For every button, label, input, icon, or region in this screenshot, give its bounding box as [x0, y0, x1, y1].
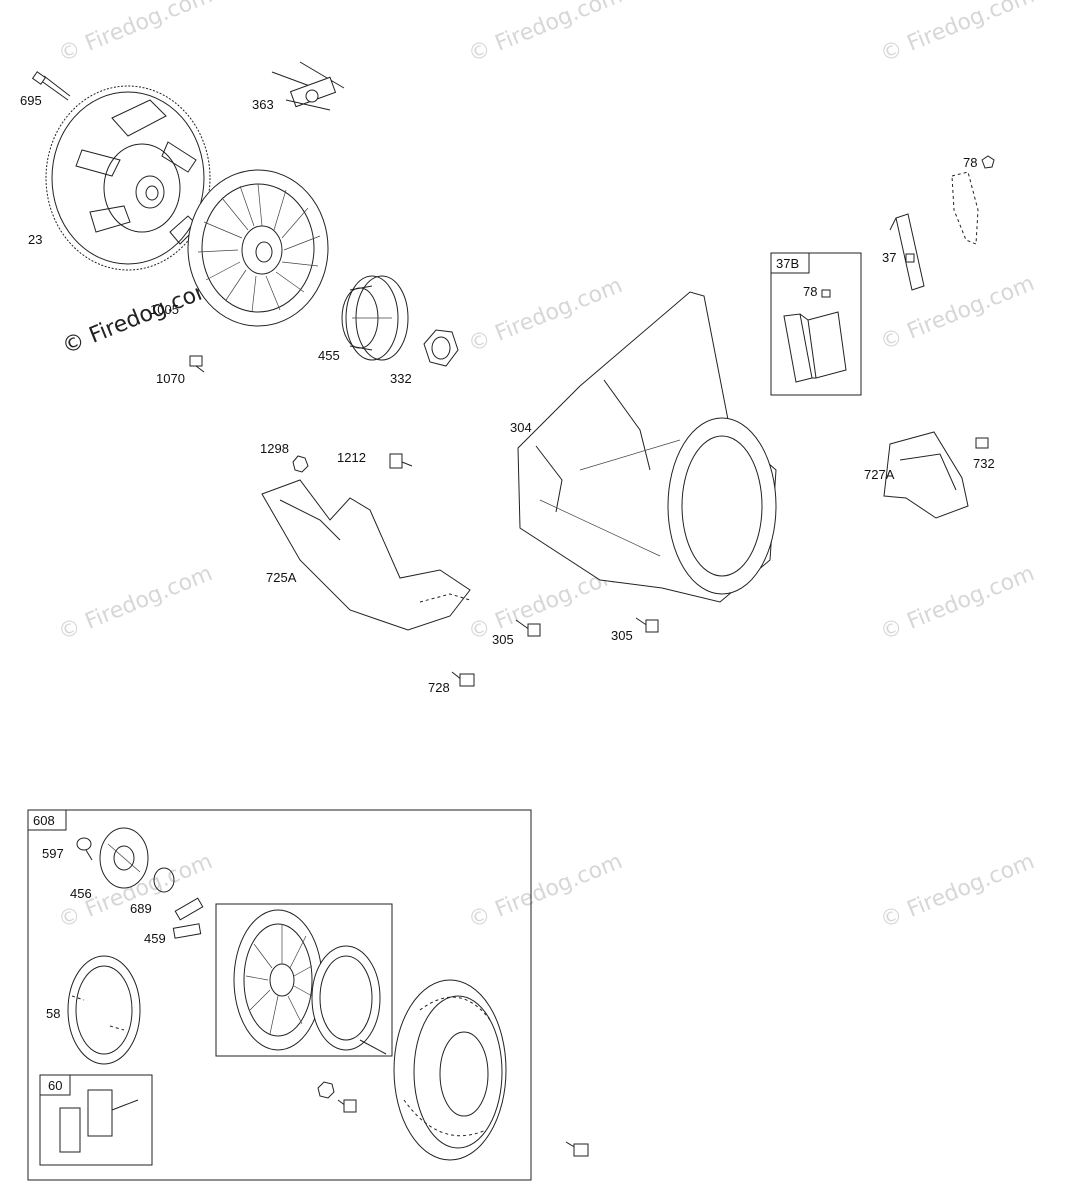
label-78-top: 78: [963, 155, 977, 170]
kit-608-box[interactable]: [27, 809, 532, 1181]
label-1212: 1212: [337, 450, 366, 465]
part-58-spring[interactable]: [67, 955, 141, 1065]
label-305-a: 305: [492, 632, 514, 647]
part-23-flywheel[interactable]: [45, 85, 211, 271]
label-456: 456: [70, 886, 92, 901]
label-728: 728: [428, 680, 450, 695]
part-456-retainer[interactable]: [99, 827, 149, 889]
part-363-bracket[interactable]: [271, 61, 345, 111]
label-1070: 1070: [156, 371, 185, 386]
label-60: 60: [48, 1078, 62, 1093]
part-1298-nut[interactable]: [292, 455, 309, 473]
part-597-screw[interactable]: [76, 837, 93, 861]
part-304-housing[interactable]: [517, 291, 777, 603]
kit-37b-box[interactable]: [770, 252, 862, 396]
part-starter-housing[interactable]: [393, 979, 507, 1161]
label-459: 459: [144, 931, 166, 946]
watermark: © Firedog.com: [877, 561, 1038, 645]
label-332: 332: [390, 371, 412, 386]
kit-60-handle-box[interactable]: [39, 1074, 153, 1166]
part-loose-screw[interactable]: [565, 1141, 589, 1157]
label-58: 58: [46, 1006, 60, 1021]
label-1298: 1298: [260, 441, 289, 456]
part-1005-fan[interactable]: [187, 169, 329, 327]
label-597: 597: [42, 846, 64, 861]
part-starter-screw[interactable]: [337, 1099, 357, 1113]
watermark-dark: © Firedog.com: [59, 275, 220, 359]
part-332-nut[interactable]: [423, 329, 459, 367]
part-starter-nut[interactable]: [317, 1081, 335, 1099]
label-304: 304: [510, 420, 532, 435]
part-1212-stud[interactable]: [389, 453, 413, 469]
watermark: © Firedog.com: [877, 849, 1038, 933]
label-732: 732: [973, 456, 995, 471]
part-37-bracket[interactable]: [889, 213, 925, 291]
part-689-ring[interactable]: [153, 867, 175, 893]
label-725a: 725A: [266, 570, 297, 585]
part-725a-shroud[interactable]: [261, 479, 471, 631]
part-455-cup[interactable]: [341, 275, 409, 361]
label-455: 455: [318, 348, 340, 363]
label-37b: 37B: [776, 256, 799, 271]
part-305-screw-b[interactable]: [635, 617, 659, 633]
label-1005: 1005: [150, 302, 179, 317]
sub-box-pulley[interactable]: [215, 903, 393, 1057]
watermark: © Firedog.com: [55, 0, 216, 68]
part-78-screw[interactable]: [981, 155, 995, 169]
watermark: © Firedog.com: [465, 0, 626, 68]
label-727a: 727A: [864, 467, 895, 482]
label-695: 695: [20, 93, 42, 108]
watermark: © Firedog.com: [465, 849, 626, 933]
label-363: 363: [252, 97, 274, 112]
watermark: © Firedog.com: [877, 0, 1038, 68]
part-695-bolt[interactable]: [31, 71, 71, 101]
watermark: © Firedog.com: [877, 271, 1038, 355]
part-1070-screw[interactable]: [189, 355, 205, 373]
watermark: © Firedog.com: [465, 273, 626, 357]
part-727a-cover[interactable]: [883, 431, 969, 519]
label-689: 689: [130, 901, 152, 916]
part-305-screw-a[interactable]: [515, 619, 541, 637]
label-23: 23: [28, 232, 42, 247]
part-459-dogs[interactable]: [172, 897, 204, 939]
label-305-b: 305: [611, 628, 633, 643]
label-608: 608: [33, 813, 55, 828]
label-37: 37: [882, 250, 896, 265]
label-78-box: 78: [803, 284, 817, 299]
part-728-screw[interactable]: [451, 671, 475, 687]
part-gasket-dashed[interactable]: [951, 171, 979, 245]
part-732-screw[interactable]: [975, 437, 989, 449]
watermark: © Firedog.com: [55, 561, 216, 645]
